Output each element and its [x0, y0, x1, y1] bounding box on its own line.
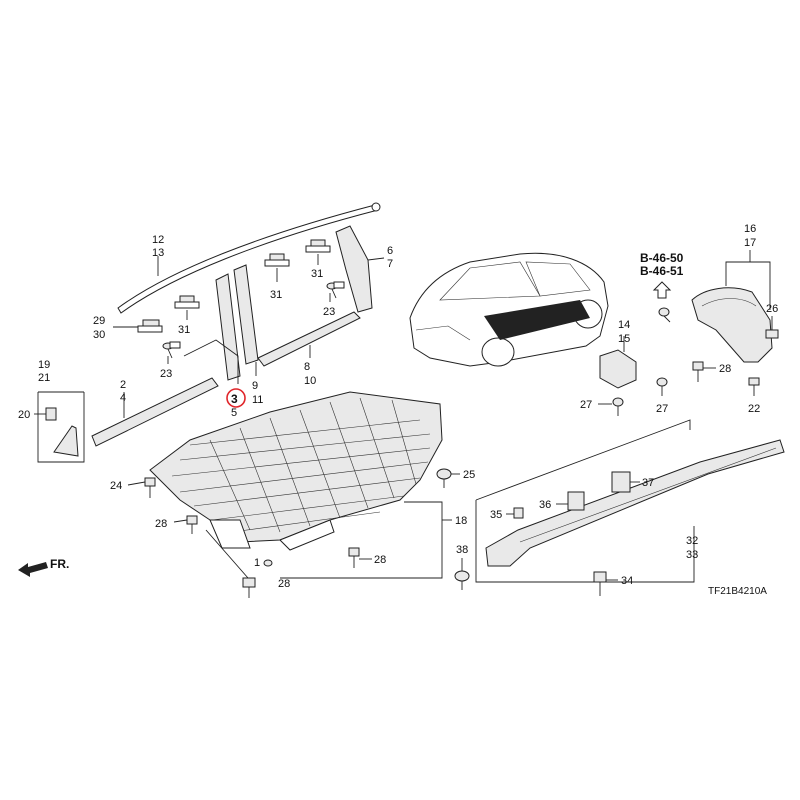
label-31a: 31 [178, 324, 190, 336]
diagram-code: TF21B4210A [708, 586, 767, 597]
label-8: 8 [304, 361, 310, 373]
label-12: 12 [152, 234, 164, 246]
label-14: 14 [618, 319, 630, 331]
clip-34 [593, 571, 607, 596]
label-28a: 28 [155, 518, 167, 530]
bolt-28-center [348, 547, 360, 568]
clip-27-left [612, 397, 624, 416]
label-27a: 27 [580, 399, 592, 411]
fender-liner [691, 287, 773, 363]
clip-31-left [174, 295, 200, 309]
bolt-28-bottom [242, 577, 256, 598]
bracket-18 [280, 501, 443, 579]
clip-20 [45, 407, 57, 421]
clip-27-right [656, 377, 668, 396]
ref-arrow [652, 281, 672, 299]
center-pillar-garnish [233, 264, 259, 365]
label-37: 37 [642, 477, 654, 489]
label-2: 2 [120, 379, 126, 391]
roof-molding-end [371, 202, 381, 212]
corner-garnish [53, 425, 79, 457]
label-31c: 31 [311, 268, 323, 280]
label-27b: 27 [656, 403, 668, 415]
clip-25 [436, 468, 452, 488]
label-28d: 28 [719, 363, 731, 375]
label-18: 18 [455, 515, 467, 527]
clip-36 [567, 491, 585, 511]
label-31b: 31 [270, 289, 282, 301]
label-30: 30 [93, 329, 105, 341]
front-arrow: FR. [18, 557, 69, 577]
label-13: 13 [152, 247, 164, 259]
ref-code-2: B-46-51 [640, 264, 684, 278]
leader-6 [367, 257, 385, 261]
label-32: 32 [686, 535, 698, 547]
rear-door-molding [257, 311, 361, 367]
clip-near-ref [658, 307, 671, 323]
label-11: 11 [252, 394, 263, 406]
front-indicator: FR. [50, 557, 69, 571]
clip-29-30 [137, 319, 163, 333]
clip-35 [513, 507, 524, 519]
label-26: 26 [766, 303, 778, 315]
label-17: 17 [744, 237, 756, 249]
bolt-28-right [692, 361, 704, 382]
clip-1 [263, 559, 273, 567]
box-19-21 [37, 392, 85, 463]
side-sill-garnish [485, 439, 785, 567]
label-38: 38 [456, 544, 468, 556]
bolt-22 [748, 377, 760, 396]
label-16: 16 [744, 223, 756, 235]
car-illustration [409, 252, 609, 367]
label-23b: 23 [323, 306, 335, 318]
side-molding [91, 377, 219, 447]
label-15: 15 [618, 333, 630, 345]
bracket-14-15 [599, 349, 637, 389]
label-25: 25 [463, 469, 475, 481]
label-1: 1 [254, 557, 260, 569]
label-19: 19 [38, 359, 50, 371]
ref-code-1: B-46-50 [640, 251, 684, 265]
clip-31-top [305, 239, 331, 253]
label-36: 36 [539, 499, 551, 511]
clip-31-mid [264, 253, 290, 267]
label-29: 29 [93, 315, 105, 327]
label-22: 22 [748, 403, 760, 415]
label-21: 21 [38, 372, 50, 384]
label-4: 4 [120, 392, 126, 404]
clip-38 [454, 570, 470, 590]
label-24: 24 [110, 480, 122, 492]
label-10: 10 [304, 375, 316, 387]
rear-garnish [335, 225, 373, 313]
label-28c: 28 [374, 554, 386, 566]
label-3: 3 [231, 392, 238, 406]
label-28b: 28 [278, 578, 290, 590]
label-23a: 23 [160, 368, 172, 380]
label-34: 34 [621, 575, 633, 587]
label-6: 6 [387, 245, 393, 257]
bolt-28-left [186, 515, 198, 534]
screw-23-left [162, 341, 181, 359]
highlight-circle [226, 388, 246, 408]
bolt-24 [144, 477, 156, 498]
label-9: 9 [252, 380, 258, 392]
label-20: 20 [18, 409, 30, 421]
clip-37 [611, 471, 631, 493]
clip-26 [765, 329, 779, 339]
undercover-panel [149, 391, 443, 551]
bracket-16 [725, 261, 771, 310]
screw-23-right [326, 281, 345, 299]
leader-3-bracket [183, 339, 239, 384]
label-35: 35 [490, 509, 502, 521]
label-7: 7 [387, 258, 393, 270]
bracket-32 [475, 500, 695, 583]
label-5: 5 [231, 407, 237, 419]
label-33: 33 [686, 549, 698, 561]
